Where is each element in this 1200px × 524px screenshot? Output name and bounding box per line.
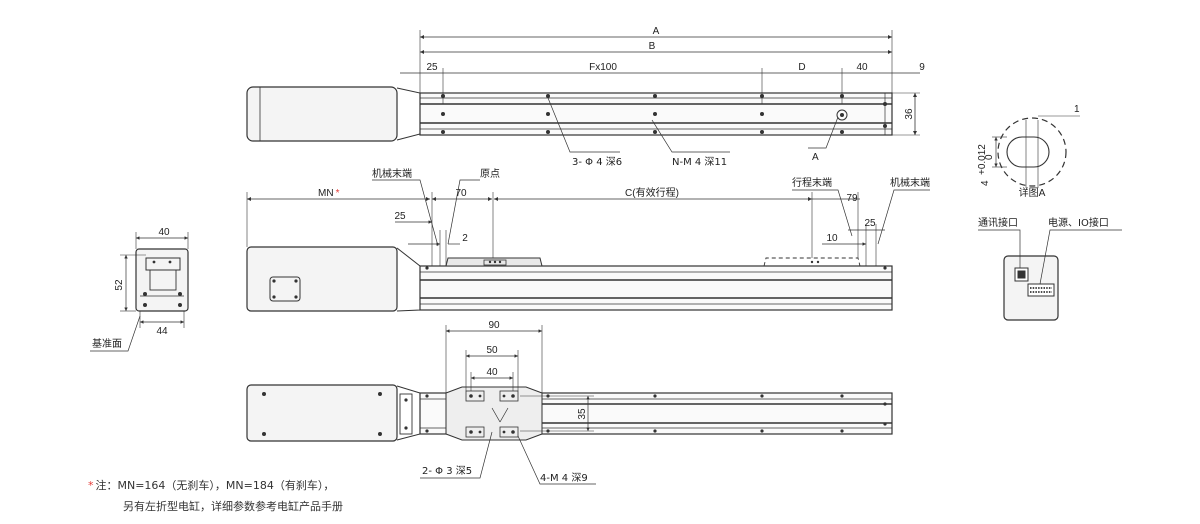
dim-D: D [798, 62, 805, 73]
top-view [246, 30, 920, 153]
end-ref-surface: 基准面 [92, 337, 122, 350]
dim-C: C(有效行程) [625, 186, 679, 199]
detail-title: 详图A [1019, 186, 1046, 199]
dim-25-right: 25 [864, 218, 876, 229]
bottom-dim-90: 90 [488, 320, 500, 331]
dim-10: 10 [826, 233, 838, 244]
label-travel-end: 行程末端 [792, 176, 832, 189]
motor-body-top [246, 86, 398, 142]
motor-body-bottom [246, 384, 398, 442]
bottom-view-holes [262, 392, 887, 436]
note-line-2: 另有左折型电缸，详细参数参考电缸产品手册 [123, 499, 343, 513]
end-view [90, 232, 189, 352]
note-line-1: *注：MN=164（无刹车），MN=184（有刹车）， [88, 478, 334, 492]
callout-m4: 4-M 4 深9 [540, 472, 588, 484]
carriage-bottom [445, 386, 543, 441]
bottom-view [246, 325, 893, 485]
callout-holes-top: 3- Φ 4 深6 [572, 156, 622, 168]
dim-40: 40 [856, 62, 868, 73]
side-view-holes [272, 260, 887, 299]
dim-2: 2 [462, 233, 468, 244]
dim-70: 70 [455, 188, 467, 199]
callout-nm: N-M 4 深11 [672, 156, 727, 168]
detail-dim-4: 4 [980, 180, 991, 186]
side-view [246, 179, 930, 312]
connector-view [978, 229, 1122, 321]
detail-dim-1: 1 [1074, 104, 1080, 115]
bottom-dim-50: 50 [486, 345, 498, 356]
dim-79: 79 [846, 193, 858, 204]
dim-B: B [649, 41, 656, 52]
end-dim-40: 40 [158, 227, 170, 238]
dim-25: 25 [426, 62, 438, 73]
detail-tol: +0.012 [977, 144, 988, 175]
dim-36: 36 [904, 108, 915, 120]
label-power-io-port: 电源、IO接口 [1048, 216, 1109, 229]
detail-a [992, 115, 1080, 188]
dim-MN: MN* [318, 188, 340, 199]
end-dim-44: 44 [156, 326, 168, 337]
bottom-dim-40: 40 [486, 367, 498, 378]
motor-body-side [246, 246, 398, 312]
end-dim-52: 52 [114, 279, 125, 291]
dim-25-left: 25 [394, 211, 406, 222]
detail-tol-zero: 0 [984, 154, 995, 160]
label-mech-end-left: 机械末端 [372, 167, 412, 180]
label-mech-end-right: 机械末端 [890, 176, 930, 189]
end-view-holes [143, 260, 182, 307]
dim-fx100: Fx100 [589, 62, 617, 73]
callout-holes-bottom: 2- Φ 3 深5 [422, 465, 472, 477]
top-view-holes [441, 94, 887, 134]
label-comm-port: 通讯接口 [978, 216, 1018, 229]
callout-detail-a: A [812, 152, 819, 163]
label-origin: 原点 [480, 168, 500, 180]
bottom-dim-35: 35 [577, 408, 588, 420]
dim-9: 9 [919, 62, 925, 73]
dim-A: A [653, 26, 660, 37]
